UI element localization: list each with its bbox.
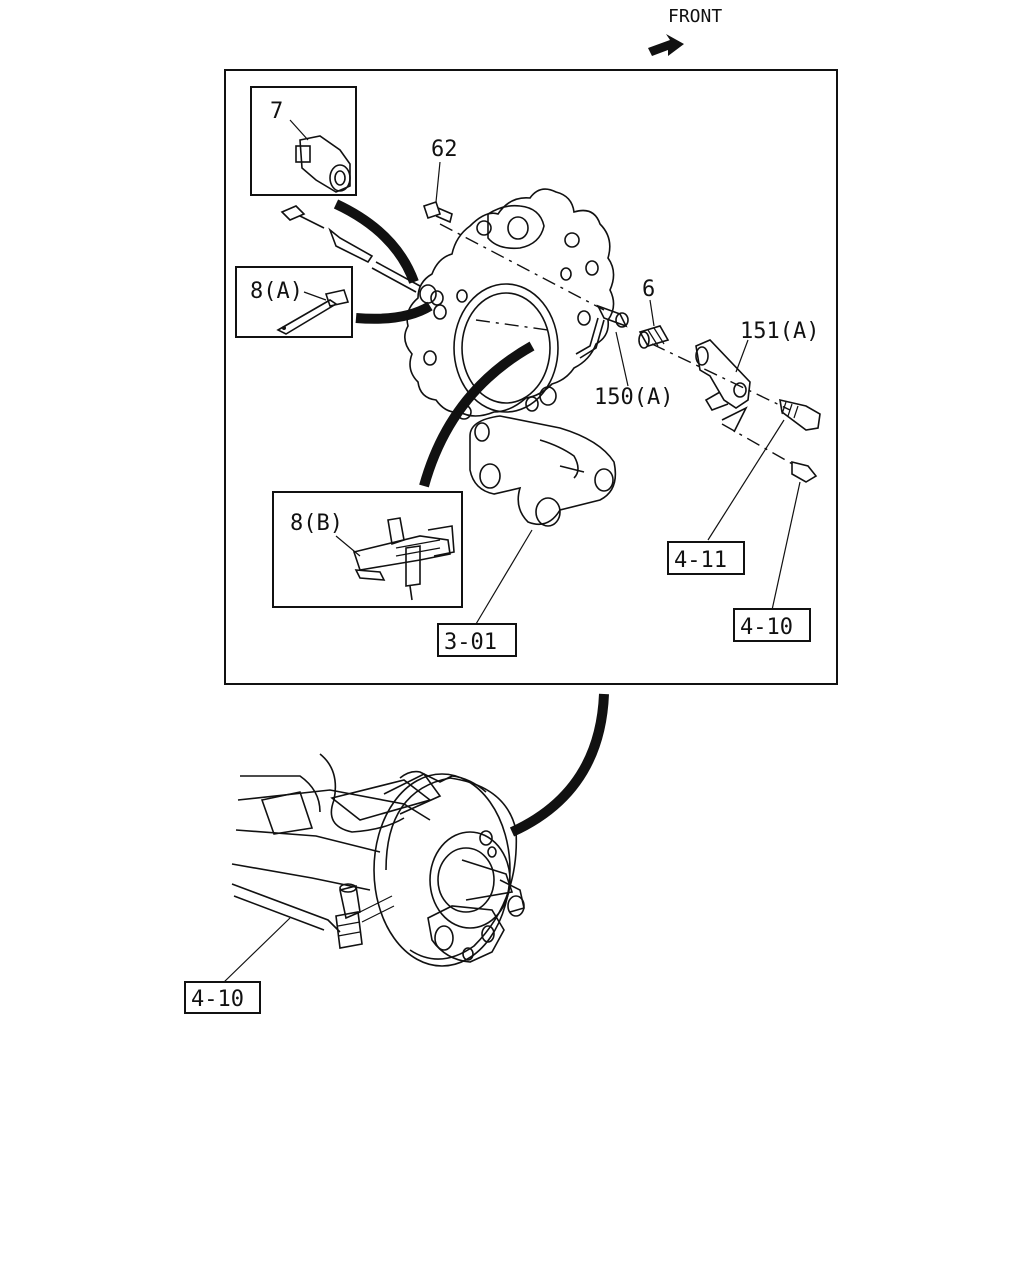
inset-part-7: 7 (250, 86, 357, 196)
ref-4-10-bottom[interactable]: 4-10 (184, 981, 261, 1014)
leader-arc-7 (333, 199, 419, 284)
lever-151a: 151(A) (695, 319, 819, 433)
bolt-62: 62 (422, 137, 458, 224)
callout-62: 62 (431, 137, 458, 162)
assembly-axis-lower (721, 423, 797, 467)
leader-arc-8b (419, 341, 535, 488)
assembly-axis-right (651, 343, 791, 411)
leader-4-10-bottom (221, 917, 291, 985)
callout-8b: 8(B) (290, 511, 343, 536)
axle-hub-assembly (231, 753, 525, 967)
callout-150a: 150(A) (594, 385, 673, 410)
ref-4-10-top[interactable]: 4-10 (733, 608, 811, 642)
svg-text:4-10: 4-10 (191, 987, 244, 1012)
callout-7: 7 (270, 99, 283, 124)
leader-3-01 (475, 529, 533, 625)
svg-text:4-10: 4-10 (740, 615, 793, 640)
inset-part-8b: 8(B) (272, 491, 463, 608)
callout-8a: 8(A) (250, 279, 303, 304)
pin-150a: 150(A) (575, 304, 673, 410)
callout-151a: 151(A) (740, 319, 819, 344)
ref-4-11[interactable]: 4-11 (667, 541, 745, 575)
inset-part-8a: 8(A) (235, 266, 353, 338)
svg-text:4-11: 4-11 (674, 548, 727, 573)
cylinder-housing (469, 415, 617, 527)
leader-arc-8a (355, 301, 433, 324)
sensor-cable (280, 205, 444, 306)
front-arrow-icon (648, 34, 684, 56)
ref-3-01[interactable]: 3-01 (437, 623, 517, 657)
callout-6: 6 (642, 277, 655, 302)
detail-frame (224, 69, 838, 685)
svg-text:3-01: 3-01 (444, 630, 497, 655)
assembly-axis-upper (439, 223, 605, 311)
leader-arc-detail (509, 693, 609, 837)
bushing-6: 6 (638, 277, 670, 349)
bolt-4-10 (771, 460, 818, 611)
bolt-4-11 (707, 398, 821, 541)
assembly-axis-inner (475, 319, 549, 331)
front-label: FRONT (668, 6, 722, 27)
backing-plate (404, 188, 615, 442)
